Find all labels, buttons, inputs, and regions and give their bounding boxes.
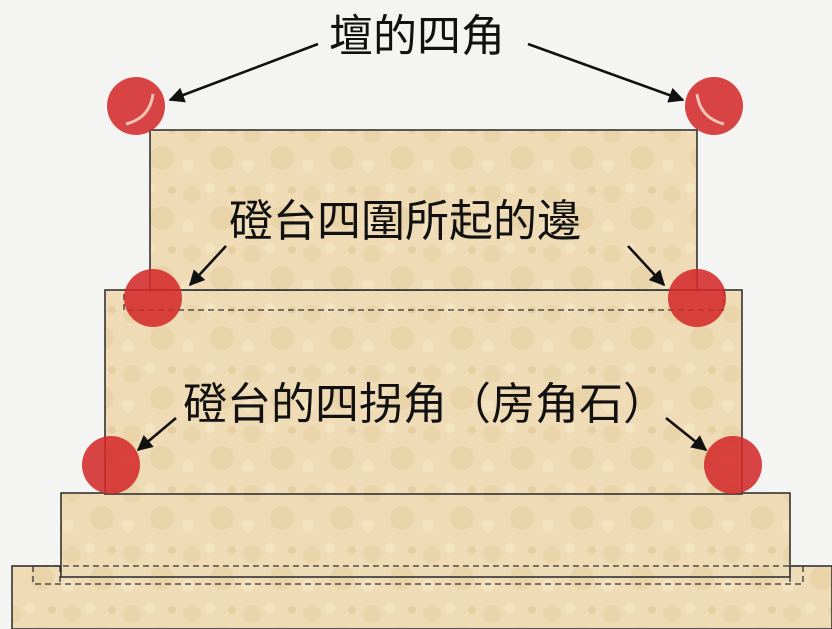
arrow-edge-right (627, 245, 666, 287)
label-altar-corners: 壇的四角 (329, 11, 505, 62)
horn-mark-left (125, 93, 155, 126)
arrow-cornerstone-right (665, 416, 708, 452)
label-platform-corners: 磴台的四拐角（房角石） (183, 379, 667, 430)
arrow-altar-right (527, 42, 685, 103)
arrow-cornerstone-left (136, 417, 177, 452)
arrow-altar-left (168, 42, 319, 103)
lower-tier (60, 492, 791, 578)
corner-marker-mid-right (668, 269, 726, 327)
raised-edge-base (32, 565, 804, 585)
middle-tier (104, 289, 743, 495)
corner-marker-top-right (685, 77, 743, 135)
altar-corner-markers (107, 77, 743, 135)
cornerstone-markers (82, 436, 762, 494)
corner-marker-top-left (107, 77, 165, 135)
top-tier (149, 129, 698, 291)
corner-marker-mid-left (124, 269, 182, 327)
label-platform-edge: 磴台四圍所起的邊 (229, 196, 581, 247)
arrow-edge-left (188, 245, 227, 287)
edge-corner-markers (124, 269, 726, 327)
corner-marker-low-right (704, 436, 762, 494)
horn-mark-right (695, 93, 725, 126)
corner-marker-low-left (82, 436, 140, 494)
